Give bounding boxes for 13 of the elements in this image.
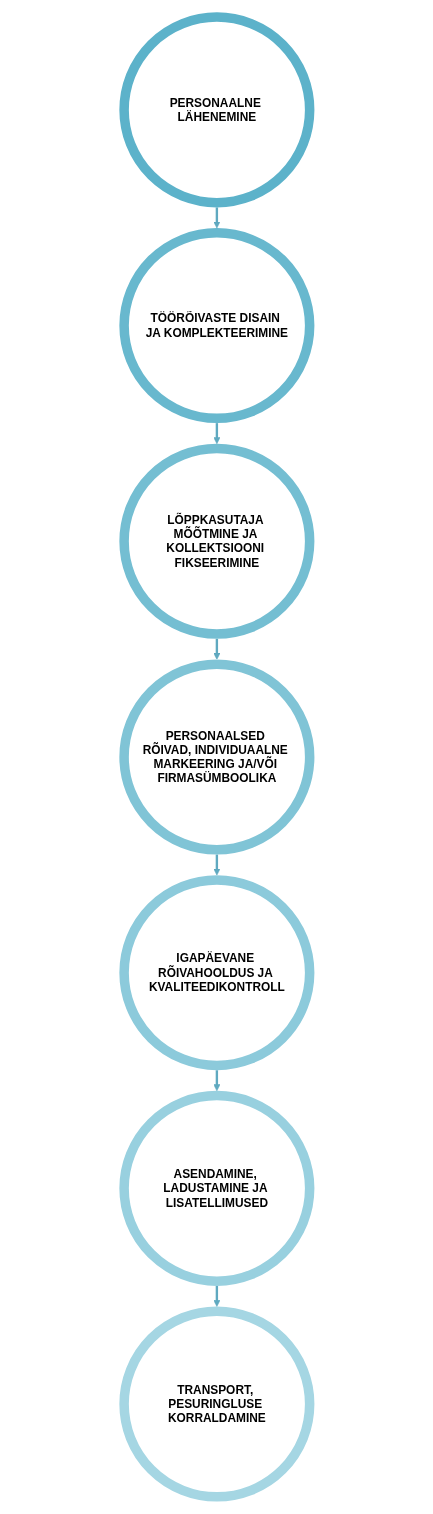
step-label: TRANSPORT, PESURINGLUSE KORRALDAMINE (166, 1382, 267, 1426)
step-label: ASENDAMINE, LADUSTAMINE JA LISATELLIMUSED (161, 1166, 269, 1210)
arrow (213, 638, 220, 660)
arrow (213, 854, 220, 876)
step-label: LÕPPKASUTAJA MÕÕTMINE JA KOLLEKTSIOONI FIKSEERIMINE (164, 512, 265, 570)
step-label: PERSONAALSED RÕIVAD, INDIVIDUAALNE MARKEERING JA/VÕI FIRMASÜMBOOLIKA (141, 728, 289, 786)
step-label: TÖÖRÕIVASTE DISAIN JA KOMPLEKTEERIMINE (144, 311, 289, 340)
arrow (213, 1285, 220, 1307)
arrow (213, 423, 220, 445)
step-label: IGAPÄEVANE RÕIVAHOOLDUS JA KVALITEEDIKONTROLL (147, 951, 286, 995)
arrow (213, 1070, 220, 1092)
arrow (213, 207, 220, 229)
step-label: PERSONAALNE LÄHENEMINE (168, 95, 262, 125)
